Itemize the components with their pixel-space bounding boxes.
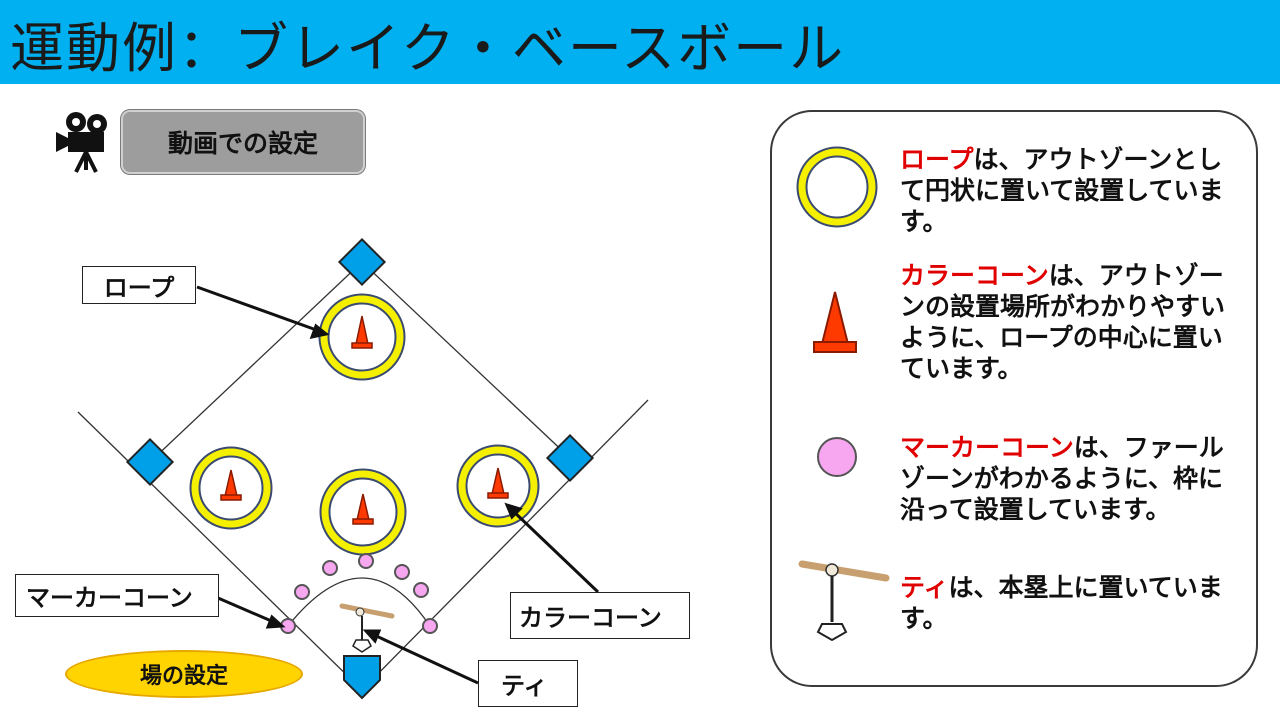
rope-zone-left bbox=[189, 446, 273, 530]
page-title: 運動例：ブレイク・ベースボール bbox=[10, 17, 846, 80]
video-camera-icon bbox=[56, 112, 107, 173]
legend-color-cone-text: カラーコーンは、アウトゾーンの設置場所がわかりやすいように、ロープの中心に置いて… bbox=[900, 261, 1226, 383]
legend-rope-text: ロープは、アウトゾーンとして円状に置いて設置しています。 bbox=[900, 145, 1224, 236]
color-cone-icon bbox=[813, 291, 857, 353]
rope-icon bbox=[796, 146, 878, 228]
marker-cones bbox=[280, 553, 438, 634]
tee-icon bbox=[798, 560, 890, 642]
color-cone-callout: カラーコーン bbox=[510, 592, 690, 639]
home-plate bbox=[343, 655, 381, 700]
batting-tee bbox=[339, 603, 395, 653]
field-setting-label: 場の設定 bbox=[65, 650, 303, 698]
third-base bbox=[125, 437, 175, 487]
first-base bbox=[545, 433, 595, 483]
rope-zone-middle bbox=[319, 468, 407, 556]
field-lines bbox=[77, 261, 649, 691]
marker-cone-icon bbox=[817, 437, 857, 477]
legend-panel: ロープは、アウトゾーンとして円状に置いて設置しています。 カラーコーンは、アウト… bbox=[770, 110, 1258, 687]
legend-tee-text: ティは、本塁上に置いています。 bbox=[900, 573, 1223, 633]
rope-zone-center bbox=[318, 293, 406, 381]
second-base bbox=[337, 237, 387, 287]
rope-callout: ロープ bbox=[82, 266, 196, 304]
marker-cone-callout: マーカーコーン bbox=[15, 574, 219, 617]
rope-zone-right bbox=[456, 444, 540, 528]
tee-callout: ティ bbox=[478, 660, 578, 707]
title-bar: 運動例：ブレイク・ベースボール bbox=[0, 0, 1280, 84]
legend-marker-cone-text: マーカーコーンは、ファールゾーンがわかるように、枠に沿って設置しています。 bbox=[900, 433, 1224, 524]
video-setting-button[interactable]: 動画での設定 bbox=[121, 110, 365, 174]
